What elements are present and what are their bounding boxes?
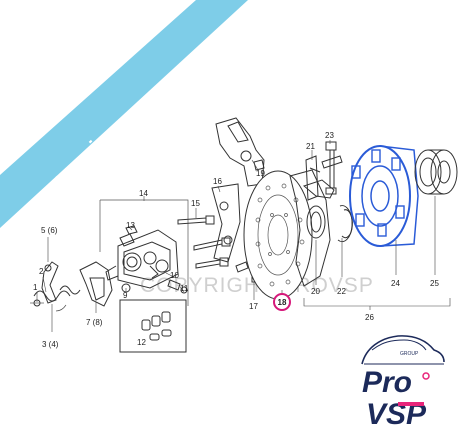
callout-10: 10 — [170, 271, 179, 280]
bracket — [211, 183, 241, 263]
stud-and-bolt — [305, 141, 343, 201]
callout-2: 2 — [39, 267, 44, 276]
callout-19: 19 — [256, 169, 265, 178]
callout-13: 13 — [126, 221, 135, 230]
callout-17: 17 — [249, 302, 258, 311]
provsp-logo: GROUP Pro VSP — [361, 335, 445, 431]
bolt-set — [177, 215, 259, 283]
callout-20: 20 — [311, 287, 320, 296]
lever-assembly — [30, 261, 113, 312]
logo-word-top: Pro — [362, 366, 412, 399]
callout-23: 23 — [325, 131, 334, 140]
callout-5: 5 (6) — [41, 226, 58, 235]
callout-16: 16 — [213, 177, 222, 186]
seal-and-circlip — [306, 205, 353, 243]
logo-accent-bar — [398, 402, 424, 406]
logo-group-text: GROUP — [400, 351, 419, 357]
callout-1: 1 — [33, 283, 38, 292]
wheel-hub — [349, 145, 419, 247]
leader-lines — [36, 140, 451, 332]
callout-labels: 1 2 3 (4) 5 (6) 7 (8) 9 10 11 12 13 14 1… — [33, 131, 439, 349]
callout-22: 22 — [337, 287, 346, 296]
callout-26: 26 — [365, 313, 374, 322]
callout-15: 15 — [191, 199, 200, 208]
callout-25: 25 — [430, 279, 439, 288]
highlighted-callout-18: 18 — [273, 293, 291, 311]
callout-12: 12 — [137, 338, 146, 347]
callout-18: 18 — [278, 298, 287, 307]
callout-24: 24 — [391, 279, 400, 288]
callout-7: 7 (8) — [86, 318, 103, 327]
watermark-banner: pro-piece-vsp.com — [0, 0, 248, 228]
callout-9: 9 — [123, 291, 128, 300]
callout-3: 3 (4) — [42, 340, 59, 349]
callout-21: 21 — [306, 142, 315, 151]
callout-14: 14 — [139, 189, 148, 198]
caliper-assembly — [99, 199, 189, 353]
car-outline-icon — [361, 335, 445, 365]
callout-11: 11 — [180, 284, 189, 293]
logo-accent-dot — [422, 372, 430, 380]
wheel-bearing — [414, 149, 458, 195]
